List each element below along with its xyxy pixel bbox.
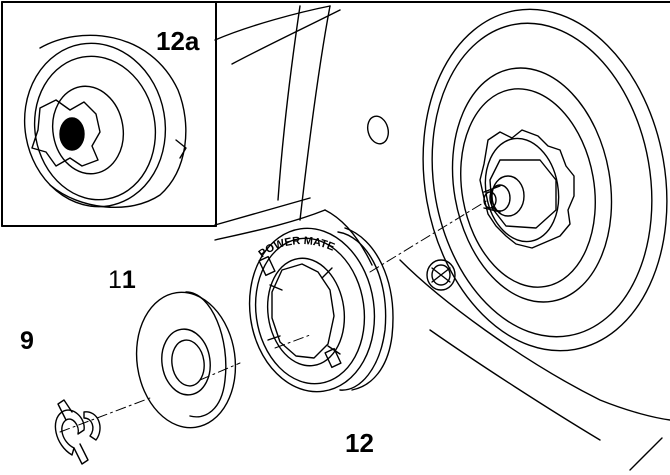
callout-9: 9	[20, 327, 34, 355]
drive-shaft-tip	[483, 191, 497, 209]
saw-housing	[214, 5, 670, 471]
assembly-axis	[59, 199, 489, 433]
drive-shaft-outer	[491, 175, 525, 217]
clutch-hub	[479, 129, 575, 249]
callout-11-digit-bold: 1	[121, 266, 136, 294]
callout-12: 12	[345, 428, 374, 458]
svg-text:POWER MATE: POWER MATE	[257, 235, 337, 260]
retaining-clip	[54, 399, 101, 465]
housing-screw-icon	[426, 259, 456, 291]
callout-12a: 12a	[156, 26, 200, 56]
washer	[135, 291, 237, 429]
housing-rivet	[366, 115, 390, 145]
inset-frame	[1, 1, 670, 227]
sprocket-rim-text: POWER MATE	[257, 235, 337, 260]
rim-sprocket: POWER MATE	[248, 227, 394, 393]
clutch-drum-disc	[422, 8, 668, 352]
spur-sprocket-bore	[59, 117, 85, 151]
callout-11-digit: 1	[108, 266, 122, 294]
callout-11: 11	[108, 268, 136, 293]
drive-shaft-mid	[489, 184, 511, 212]
spur-sprocket	[23, 34, 187, 209]
